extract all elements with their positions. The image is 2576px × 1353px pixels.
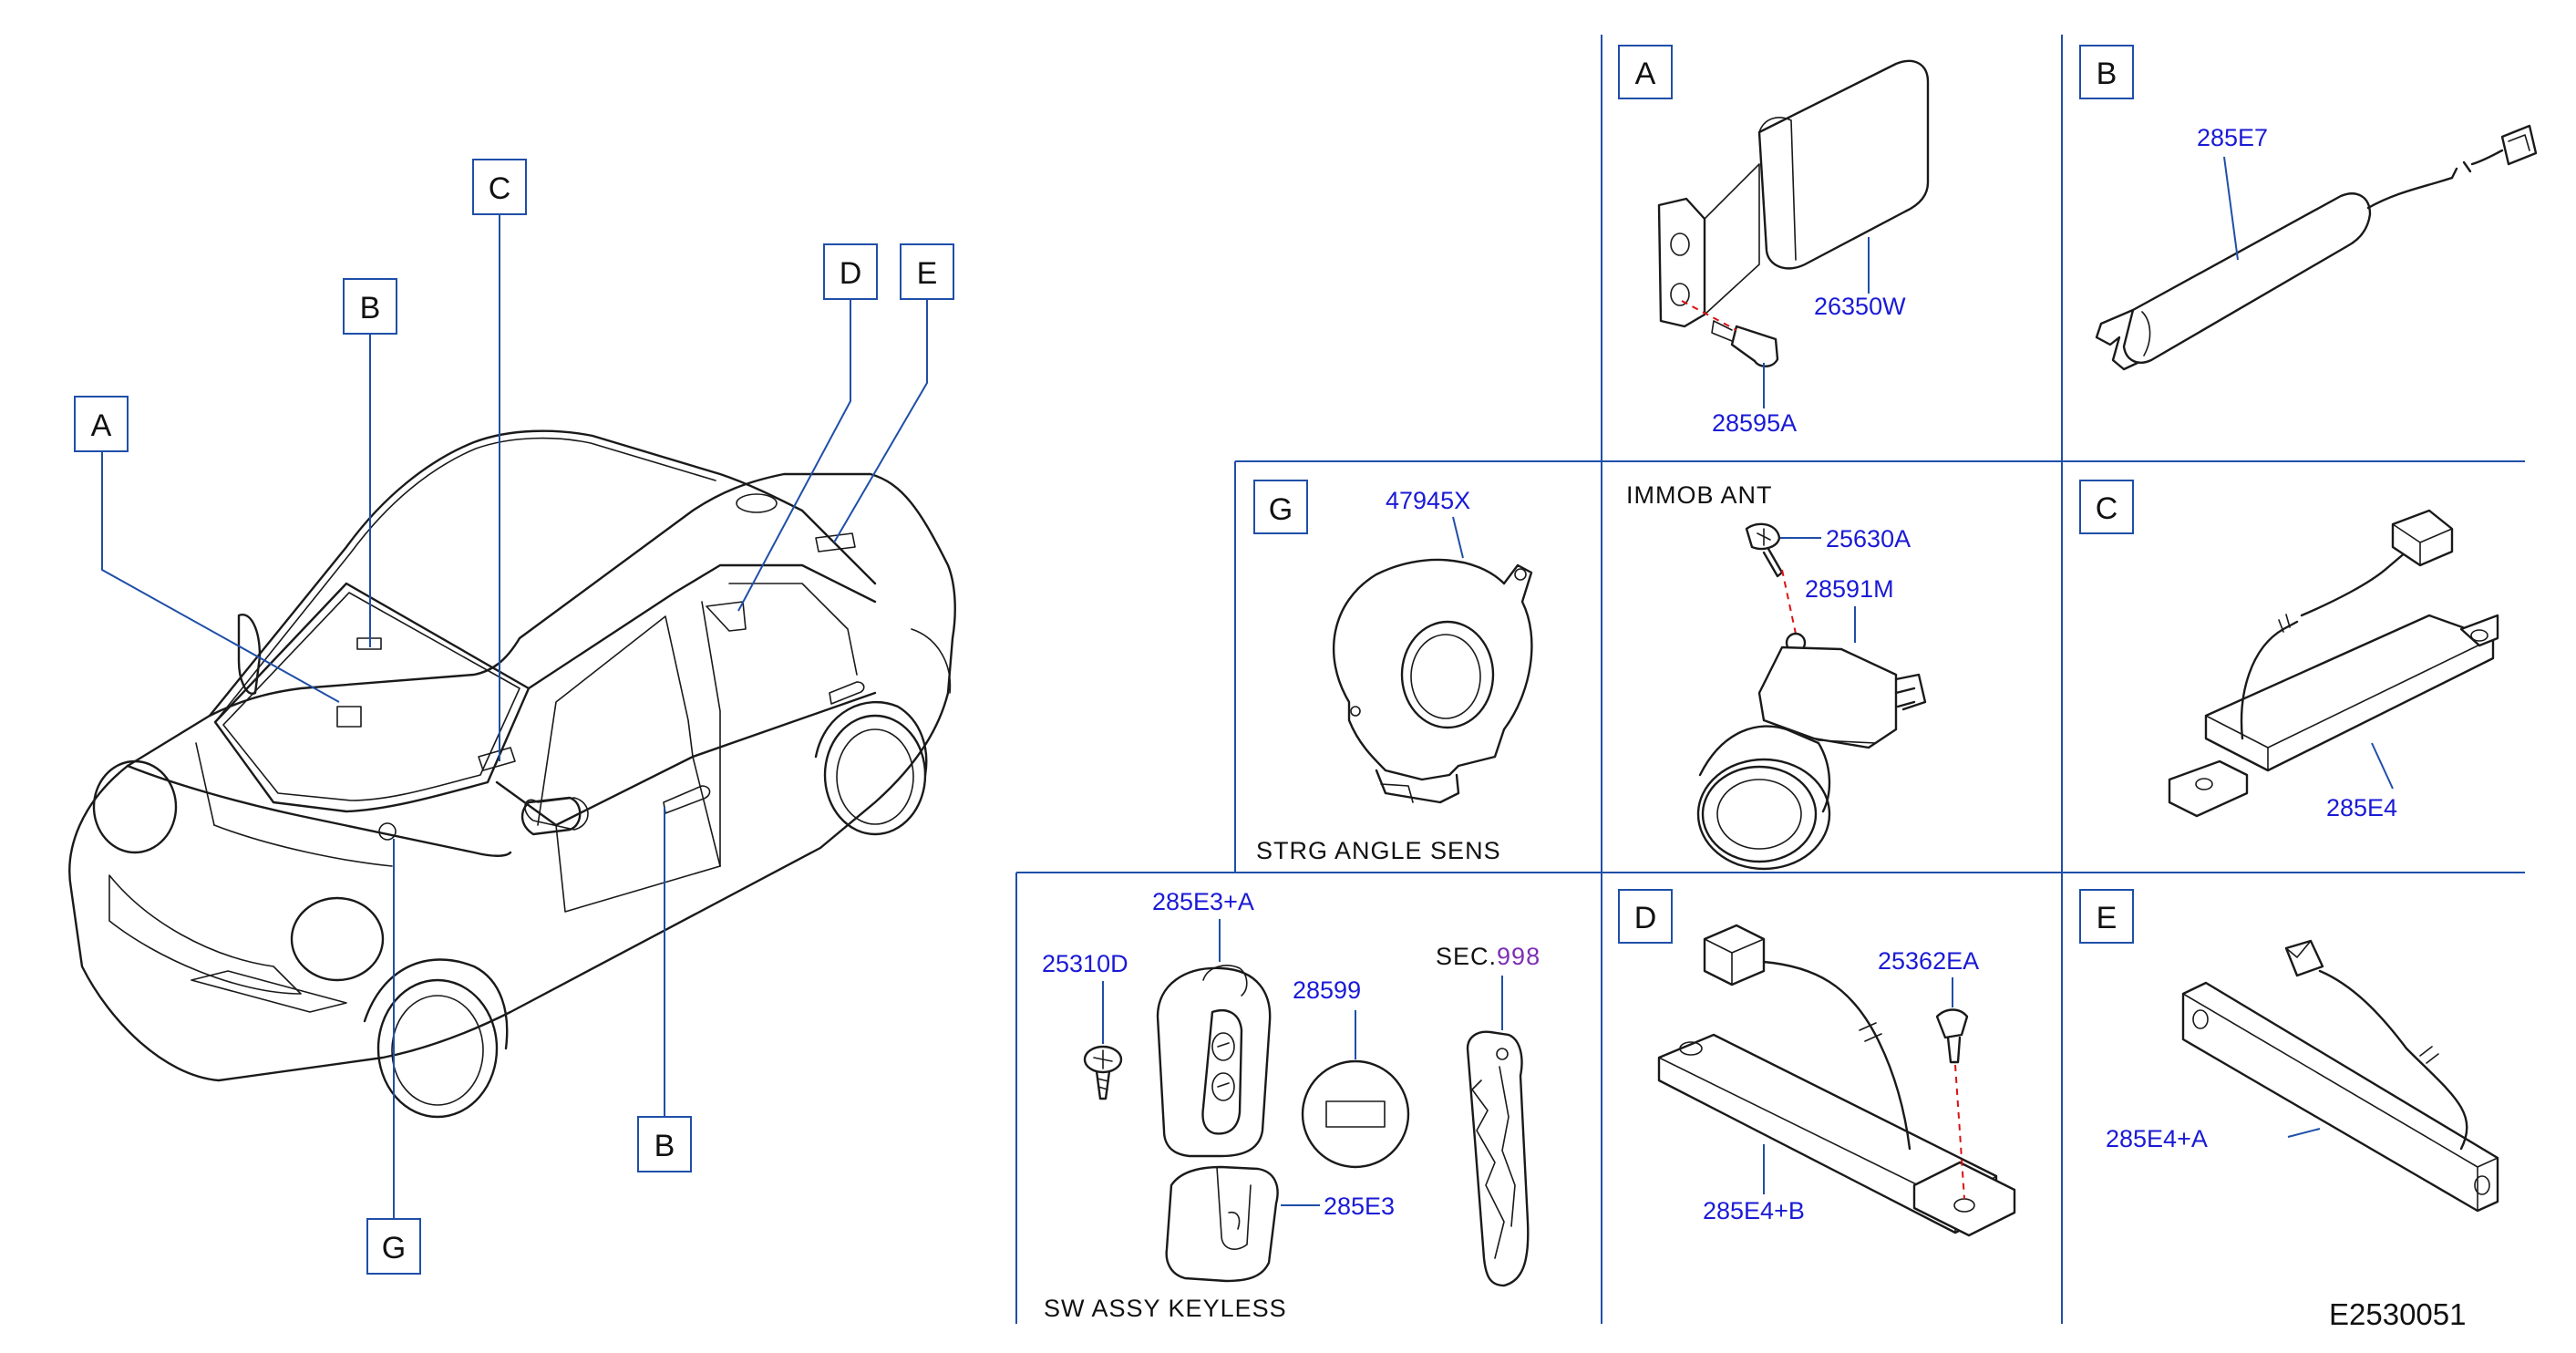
svg-text:C: C [489,171,511,206]
car-callout-b-upper: B [343,278,397,335]
panel-g: G 47945X STRG ANGLE SENS [1253,480,1533,864]
car-callout-b-lower: B [637,1116,692,1172]
svg-text:285E4: 285E4 [2326,794,2397,821]
svg-text:STRG ANGLE SENS: STRG ANGLE SENS [1256,837,1501,864]
panel-e: E 285E4+A [2079,889,2499,1213]
svg-text:B: B [654,1129,675,1163]
car-illustration [68,429,956,1119]
svg-text:B: B [2097,57,2117,91]
svg-text:26350W: 26350W [1814,293,1906,320]
car-callout-c: C [472,159,527,215]
panel-grid [1015,35,2525,1324]
svg-text:285E7: 285E7 [2197,124,2268,151]
car-callout-leaders [101,214,928,1219]
svg-text:285E3: 285E3 [1324,1193,1395,1220]
svg-text:285E4+A: 285E4+A [2106,1125,2208,1152]
svg-text:G: G [382,1231,406,1265]
car-part-a [336,706,362,728]
svg-text:SW ASSY KEYLESS: SW ASSY KEYLESS [1044,1295,1287,1322]
panel-a: A 26350W 28595A [1618,45,1930,437]
svg-text:28595A: 28595A [1712,409,1797,437]
panel-d: D 25362EA 285E4+B [1618,889,2016,1237]
svg-text:A: A [91,408,112,443]
car-callout-d: D [823,243,878,300]
car-callout-a: A [74,396,129,452]
car-callout-g: G [366,1218,421,1275]
svg-text:G: G [1269,492,1293,527]
svg-text:D: D [840,256,862,291]
svg-text:E: E [2097,901,2117,935]
svg-text:285E4+B: 285E4+B [1703,1197,1805,1224]
diagram-code: E2530051 [2329,1297,2466,1331]
svg-text:25630A: 25630A [1826,525,1911,553]
svg-text:A: A [1635,57,1656,91]
panel-keyless: 285E3+A 285E3 25310D 28599 SEC.998 [1042,888,1540,1322]
svg-text:B: B [360,291,381,325]
svg-text:28591M: 28591M [1805,575,1894,603]
svg-text:SEC.998: SEC.998 [1436,943,1540,970]
svg-text:25310D: 25310D [1042,950,1128,977]
svg-text:47945X: 47945X [1386,487,1470,514]
svg-text:E: E [917,256,938,291]
panel-b: B 285E7 [2079,45,2538,371]
car-callout-e: E [900,243,954,300]
svg-text:25362EA: 25362EA [1878,947,1979,975]
svg-text:D: D [1634,901,1657,935]
svg-text:IMMOB ANT: IMMOB ANT [1626,481,1773,509]
panel-c: C 285E4 [2079,480,2499,821]
svg-text:285E3+A: 285E3+A [1152,888,1254,915]
svg-text:28599: 28599 [1293,976,1361,1004]
svg-text:C: C [2096,491,2118,526]
panel-immob-ant: IMMOB ANT 25630A 28591M [1626,481,1927,871]
